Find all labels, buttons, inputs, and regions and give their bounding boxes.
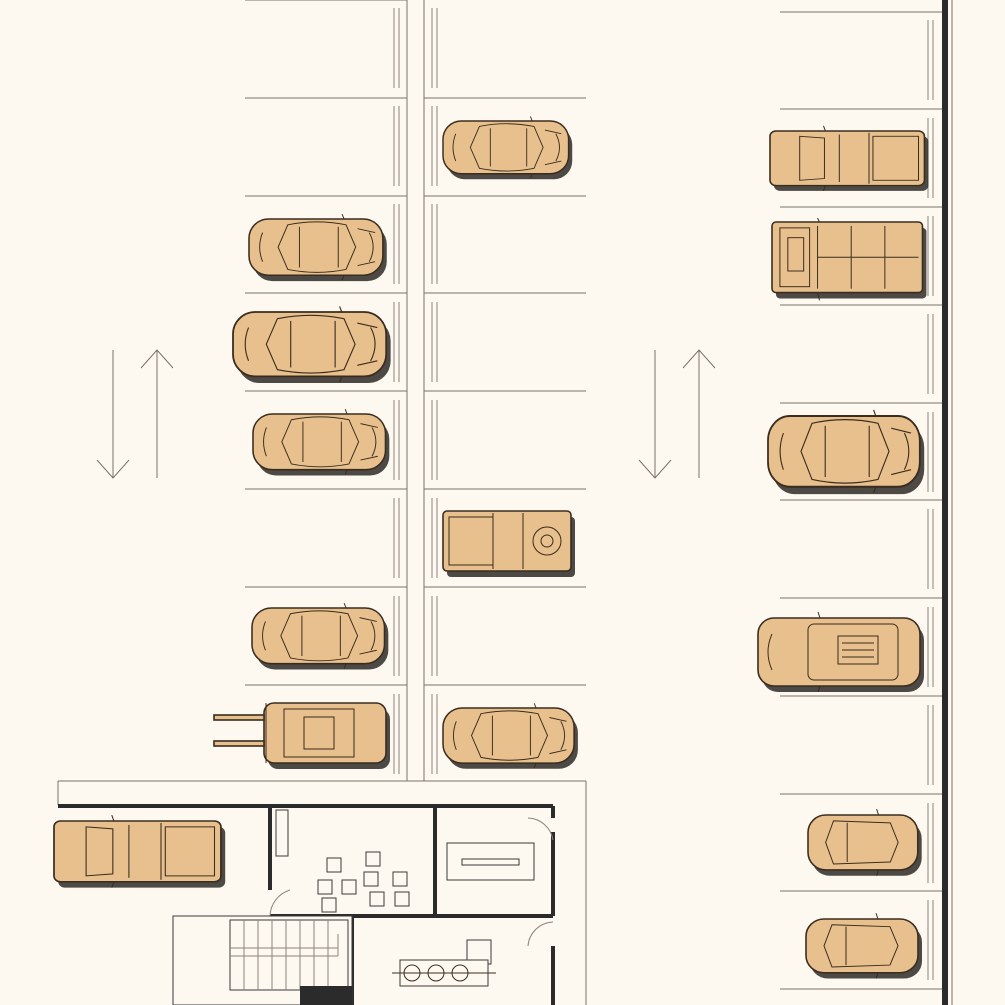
center-parking-bay: [423, 0, 586, 781]
vehicle-sedan-left-1: [248, 213, 388, 282]
traffic-direction-arrows-left: [96, 349, 174, 479]
vehicle-flatbed-right: [771, 217, 928, 302]
left-parking-bay: [245, 0, 408, 781]
vehicle-coupe-center-1: [442, 115, 573, 180]
vehicle-utility-center: [442, 510, 576, 578]
vehicle-forklift: [213, 702, 391, 770]
service-building: [57, 780, 587, 1005]
vehicle-sedan-center-2: [442, 702, 579, 770]
vehicle-sedan-left-3: [252, 408, 391, 477]
machinery: [392, 939, 496, 987]
staircase: [229, 919, 352, 1005]
vehicle-hatchback-right: [767, 408, 926, 496]
traffic-direction-arrows-right: [638, 349, 716, 479]
vehicle-sedan-left-4: [251, 602, 390, 671]
vehicle-suv-right: [757, 611, 925, 693]
vehicle-pickup-building: [53, 814, 227, 889]
vehicle-sedan-left-2: [232, 305, 392, 384]
vehicle-compact-right-2: [805, 912, 923, 980]
vehicle-compact-right-1: [807, 808, 923, 877]
vehicle-pickup-right: [769, 124, 930, 192]
outer-wall: [942, 0, 948, 1005]
right-parking-bay: [780, 0, 953, 1005]
